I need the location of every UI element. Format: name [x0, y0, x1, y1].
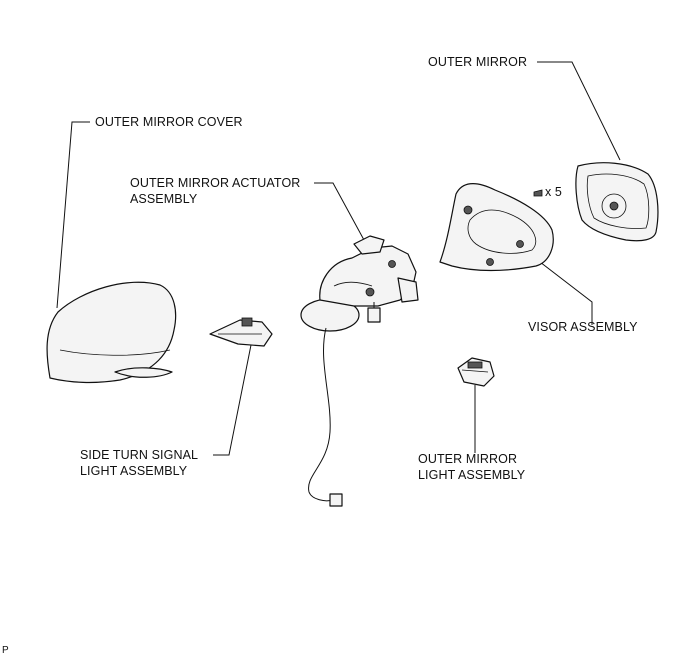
visor-assembly-part	[439, 183, 554, 272]
leader-actuator	[314, 182, 365, 241]
side-turn-signal-part	[209, 317, 273, 347]
label-mirror-light-line1: OUTER MIRROR	[418, 452, 518, 466]
outer-mirror-part	[575, 162, 659, 242]
leader-outer-mirror	[537, 61, 621, 161]
label-actuator-line2: ASSEMBLY	[130, 192, 198, 206]
label-side-turn-line1: SIDE TURN SIGNAL	[80, 448, 199, 462]
outer-mirror-cover-part	[46, 281, 177, 384]
label-screw-count: x 5	[545, 185, 562, 199]
label-actuator-line1: OUTER MIRROR ACTUATOR	[130, 176, 301, 190]
leader-side-turn	[213, 334, 254, 456]
label-outer-mirror-cover: OUTER MIRROR COVER	[95, 115, 243, 129]
corner-code: P	[2, 645, 9, 656]
label-visor-assembly: VISOR ASSEMBLY	[528, 320, 638, 334]
leader-visor	[539, 261, 593, 325]
label-outer-mirror: OUTER MIRROR	[428, 55, 528, 69]
leader-lines	[56, 61, 621, 456]
actuator-assembly-part	[300, 235, 419, 507]
label-mirror-light-line2: LIGHT ASSEMBLY	[418, 468, 526, 482]
label-side-turn-line2: LIGHT ASSEMBLY	[80, 464, 188, 478]
leader-outer-mirror-cover	[56, 121, 90, 309]
outer-mirror-light-part	[457, 357, 495, 387]
